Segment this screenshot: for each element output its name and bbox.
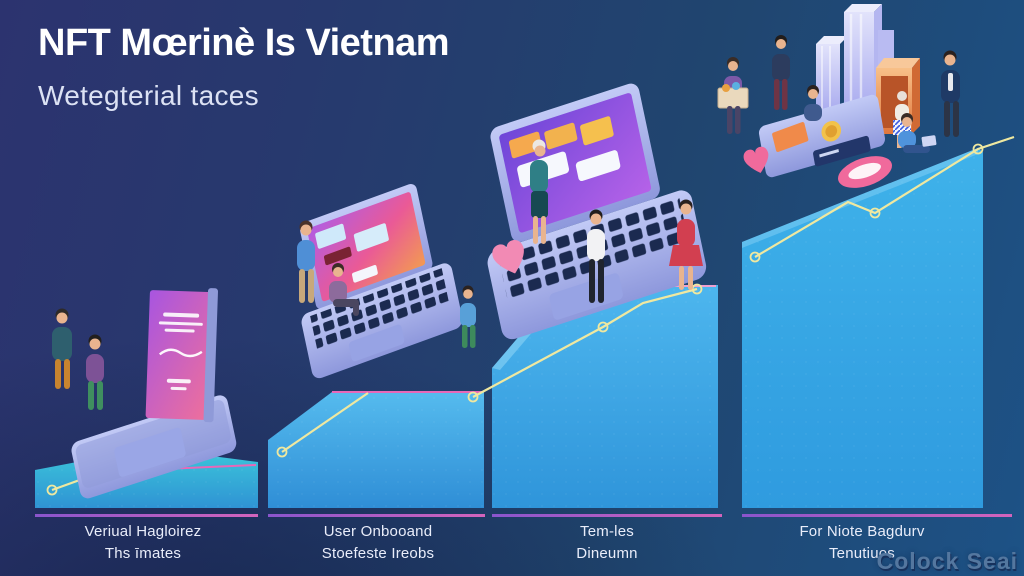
step-label-line: Tem-les: [580, 523, 634, 540]
step-label-line: Dineumn: [576, 545, 638, 562]
laptop-2: [300, 184, 463, 379]
person: [86, 334, 104, 410]
step-label-4: For Niote Bagdurv Tenutiuos: [742, 521, 982, 565]
step-label-line: Tenutiuos: [828, 545, 895, 562]
cursor-blob-icon: [838, 156, 892, 188]
step-label-3: Tem-les Dineumn: [487, 521, 727, 565]
banner-screen-icon: [145, 288, 218, 423]
divider-4: [742, 514, 1012, 517]
laptop-1: [71, 288, 237, 499]
step-label-line: Veriual Hagloirez: [84, 523, 202, 540]
step-label-line: Ths īmates: [104, 545, 182, 562]
step-label-line: Stoefeste Ireobs: [321, 545, 435, 562]
person: [898, 113, 937, 153]
divider-1: [35, 514, 258, 517]
person: [460, 285, 476, 348]
divider-3: [492, 514, 722, 517]
step4-slant-highlight: [742, 148, 978, 248]
people: [52, 35, 960, 410]
accents: [492, 146, 892, 274]
person: [717, 57, 749, 134]
node-circle-icon: [46, 143, 984, 496]
person: [772, 35, 790, 110]
divider-2: [268, 514, 485, 517]
label-dividers: [35, 514, 1012, 517]
person: [297, 220, 315, 303]
person: [669, 199, 703, 290]
watermark-logo: Colock Seai: [876, 548, 1018, 574]
step-label-line: User Onbooand: [323, 523, 433, 540]
step-label-line: For Niote Bagdurv: [799, 523, 925, 540]
person: [530, 139, 548, 244]
page-title: NFT Mœrinè Is Vietnam: [38, 22, 450, 64]
heart-icon: [492, 240, 524, 274]
person: [329, 263, 359, 316]
person: [52, 308, 72, 389]
step-label-2: User Onbooand Stoefeste Ireobs: [258, 521, 498, 565]
bar-chart-3d-icon: [816, 4, 920, 134]
person: [587, 209, 605, 303]
page-subtitle: Wetegterial taces: [38, 80, 259, 111]
screen-cards: [315, 223, 389, 283]
person: [941, 50, 960, 137]
meeting-table: [758, 94, 886, 178]
person: [804, 85, 822, 121]
step-label-1: Veriual Hagloirez Ths īmates: [23, 521, 263, 565]
heart-icon: [743, 146, 769, 173]
